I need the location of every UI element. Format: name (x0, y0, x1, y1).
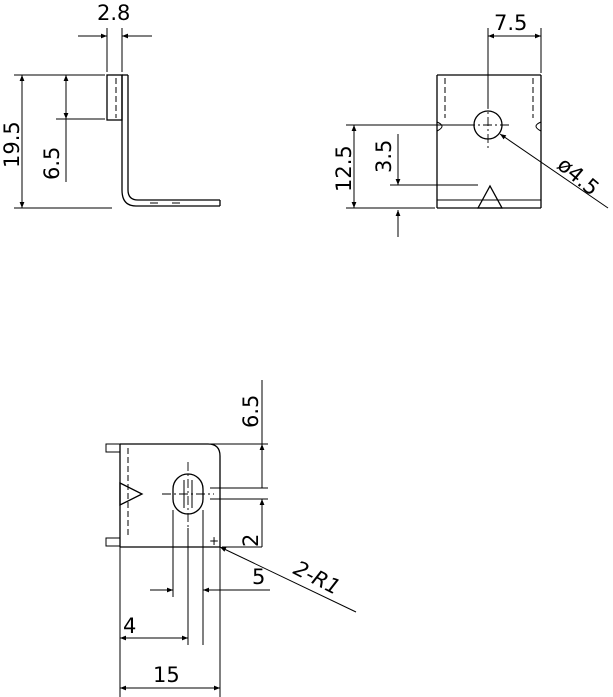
dimension-top-height-label: 6.5 (239, 395, 263, 428)
dimension-slot-offset-x-label: 4 (123, 614, 136, 638)
dimension-hole-height-label: 3.5 (372, 140, 396, 173)
top-slot (162, 462, 214, 528)
dimension-slot-width: 5 (150, 510, 270, 645)
dimension-front-height-label: 12.5 (332, 145, 356, 192)
dimension-slot-width-label: 5 (252, 565, 265, 589)
front-view-outline (436, 74, 542, 209)
dimension-slot-offset-x: 4 (119, 528, 189, 697)
corner-plus-icon: + (209, 534, 219, 548)
dimension-front-height: 12.5 (332, 124, 466, 209)
top-view: + 6.5 2 2-R1 (105, 380, 357, 697)
dimension-top-height: 6.5 (210, 380, 268, 488)
dimension-slot-offset-y: 2 (210, 487, 268, 548)
dimension-width-total: 15 (120, 547, 221, 697)
dimension-thickness-label: 2.8 (97, 1, 130, 25)
side-view: 2.8 19.5 6.5 (0, 1, 221, 209)
dimension-width-total-label: 15 (153, 663, 180, 687)
dimension-height-total-label: 19.5 (0, 121, 24, 168)
dimension-hole-offset: 7.5 (487, 11, 542, 108)
dimension-slot-offset-y-label: 2 (239, 534, 263, 547)
top-view-outline: + (105, 443, 221, 548)
dimension-hole-diameter: ø4.5 (499, 133, 609, 209)
front-view: 7.5 12.5 3.5 ø4.5 (332, 11, 609, 237)
dimension-height-upper: 6.5 (40, 75, 105, 182)
bend-mark-icon (476, 184, 504, 209)
dimension-corner-radius: 2-R1 (219, 546, 357, 613)
bend-mark-icon (119, 481, 144, 507)
dimension-hole-height: 3.5 (372, 134, 478, 237)
dimension-height-total: 19.5 (0, 74, 112, 209)
dimension-thickness: 2.8 (78, 1, 152, 72)
side-view-outline (106, 74, 221, 207)
dimension-height-upper-label: 6.5 (40, 147, 64, 180)
dimension-hole-offset-label: 7.5 (494, 11, 527, 35)
dimension-hole-diameter-label: ø4.5 (553, 152, 604, 200)
front-hole (466, 100, 510, 150)
